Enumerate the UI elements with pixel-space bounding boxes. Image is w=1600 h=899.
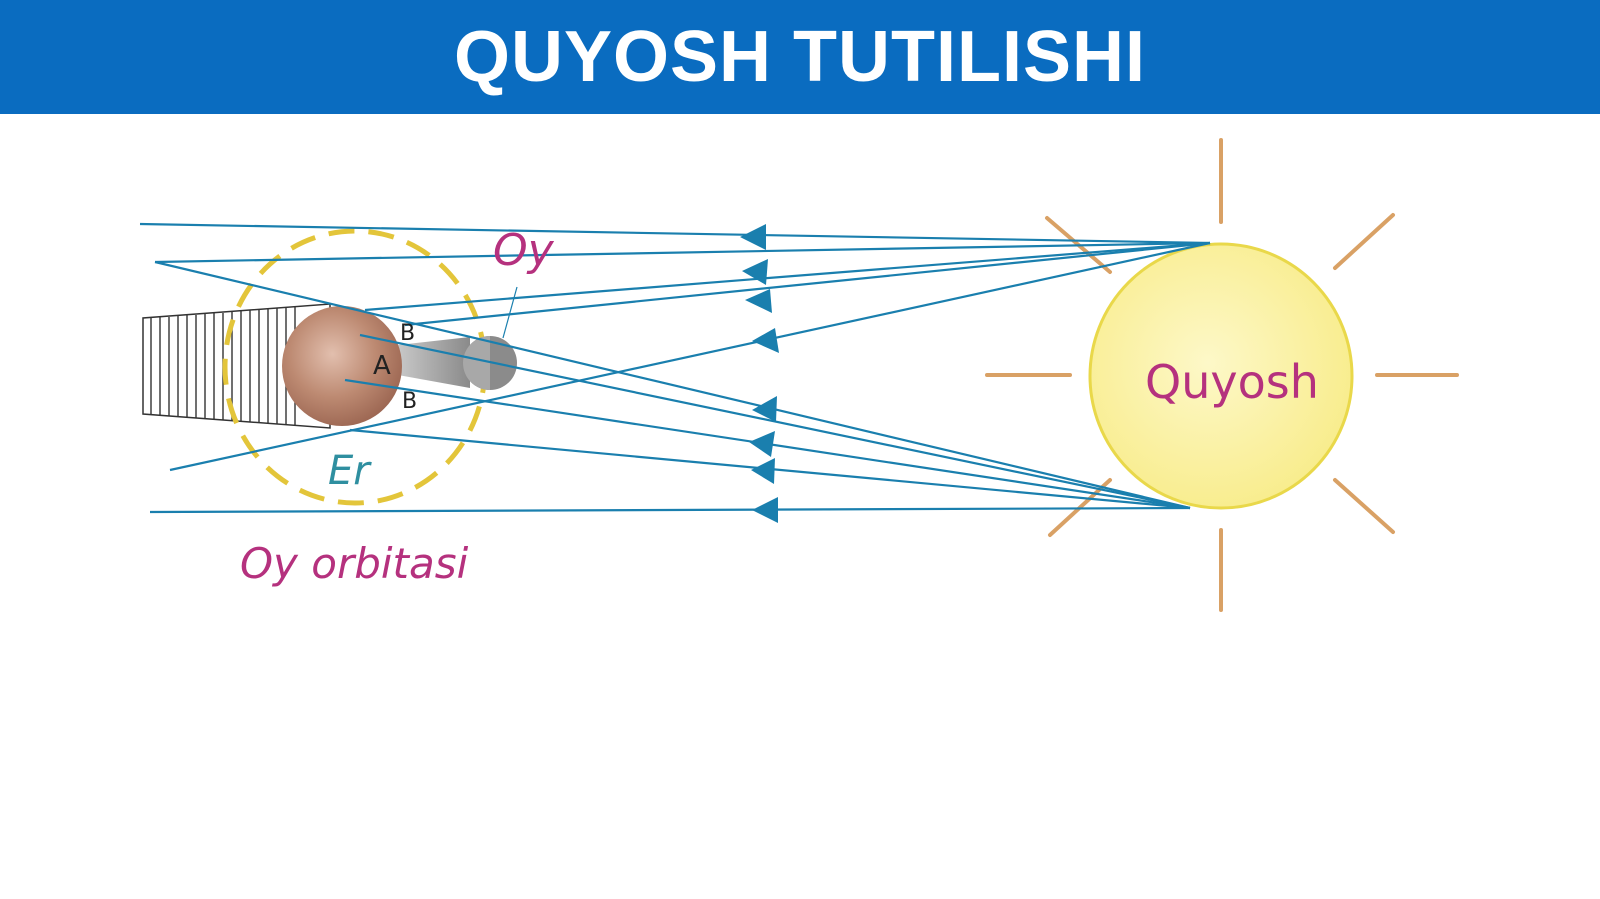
point-a-label: A: [373, 351, 391, 381]
earth-shadow-cone: [142, 303, 331, 429]
moon-label: Oy: [493, 225, 555, 276]
sun-rays: [985, 138, 1459, 612]
moon-orbit-label: Oy orbitasi: [240, 539, 469, 588]
moon-shadow: [398, 337, 470, 388]
page-title: QUYOSH TUTILISHI: [453, 17, 1147, 97]
title-bar: QUYOSH TUTILISHI: [0, 0, 1600, 114]
earth-label: Er: [328, 448, 372, 494]
point-b-bottom-label: B: [402, 389, 417, 414]
earth: [282, 306, 402, 426]
sun-label: Quyosh: [1145, 355, 1319, 409]
moon-pointer: [502, 286, 518, 339]
point-b-top-label: B: [400, 321, 415, 346]
ray-arrows: [740, 224, 779, 523]
sun: [1088, 242, 1354, 510]
